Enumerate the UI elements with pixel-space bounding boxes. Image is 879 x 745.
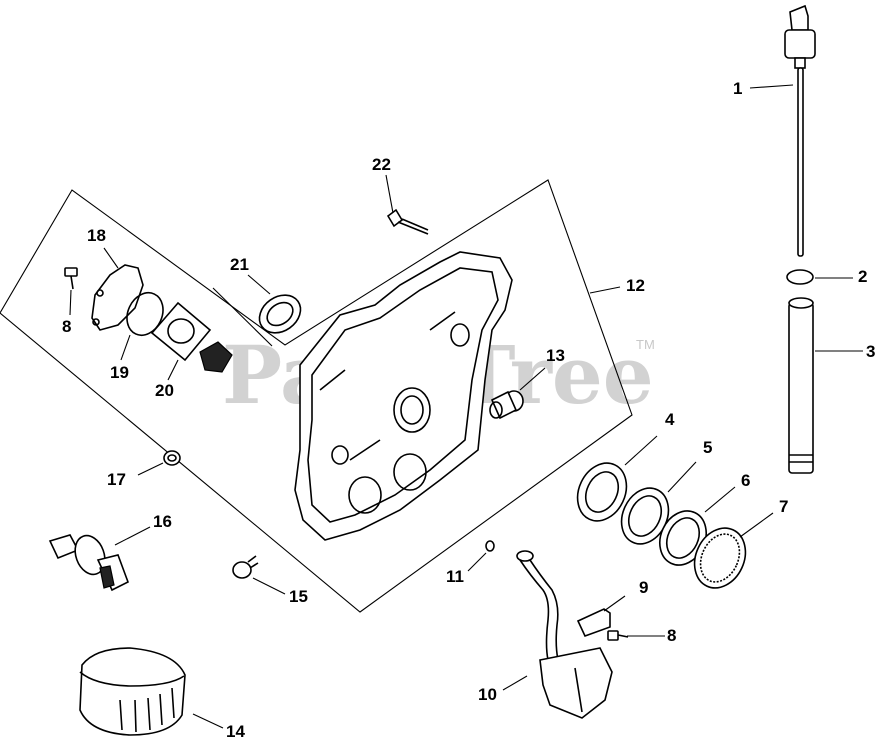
part-19-o-ring[interactable] — [120, 287, 169, 341]
callout-6: 6 — [741, 471, 750, 490]
leader-lines — [69, 84, 863, 729]
part-9-bracket[interactable] — [576, 608, 611, 638]
part-15-plug[interactable] — [232, 555, 259, 579]
part-21-oil-seal[interactable] — [252, 287, 308, 340]
callout-10: 10 — [478, 685, 497, 704]
callout-16: 16 — [153, 512, 172, 531]
part-14-oil-filter[interactable] — [79, 647, 186, 736]
callout-14: 14 — [226, 722, 245, 741]
closure-plate-frame — [0, 179, 633, 613]
part-5-gasket-inner — [627, 495, 663, 537]
callout-9: 9 — [639, 578, 648, 597]
callout-5: 5 — [703, 438, 712, 457]
part-8-bolt-left[interactable] — [64, 267, 78, 290]
callout-8-right: 8 — [667, 626, 676, 645]
callout-22: 22 — [372, 155, 391, 174]
callout-8-left: 8 — [62, 317, 71, 336]
part-4-gasket[interactable] — [568, 455, 635, 529]
watermark-trademark: TM — [636, 337, 655, 352]
callout-20: 20 — [155, 381, 174, 400]
part-18-cover[interactable] — [91, 264, 144, 331]
part-11-o-ring[interactable] — [485, 540, 495, 552]
part-4-gasket-inner — [584, 471, 620, 513]
part-3-dipstick-tube[interactable] — [788, 297, 814, 474]
callout-15: 15 — [289, 587, 308, 606]
callout-11: 11 — [446, 567, 464, 586]
callout-1: 1 — [733, 79, 742, 98]
part-2-o-ring[interactable] — [786, 269, 814, 285]
callout-19: 19 — [110, 363, 129, 382]
callout-7: 7 — [779, 497, 788, 516]
part-22-bolt[interactable] — [386, 208, 429, 235]
callout-12: 12 — [626, 276, 645, 295]
callout-2: 2 — [858, 267, 867, 286]
callout-18: 18 — [87, 226, 106, 245]
callout-17: 17 — [107, 470, 126, 489]
callout-4: 4 — [665, 410, 675, 429]
part-1-dipstick[interactable] — [784, 4, 816, 257]
part-13-fitting[interactable] — [489, 390, 524, 420]
part-8-bolt-right[interactable] — [607, 630, 629, 641]
callout-labels: 1 2 3 4 5 6 7 9 8 10 11 12 13 14 15 16 1… — [62, 79, 875, 741]
part-7-bearing[interactable] — [685, 520, 755, 596]
callout-21: 21 — [230, 255, 249, 274]
part-20-gerotor[interactable] — [150, 301, 233, 373]
part-16-oil-sensor[interactable] — [48, 531, 129, 592]
part-17-nut[interactable] — [163, 450, 181, 466]
part-12-closure-plate[interactable] — [294, 251, 513, 541]
part-10-oil-pickup[interactable] — [516, 550, 613, 719]
callout-13: 13 — [546, 346, 565, 365]
callout-3: 3 — [866, 342, 875, 361]
